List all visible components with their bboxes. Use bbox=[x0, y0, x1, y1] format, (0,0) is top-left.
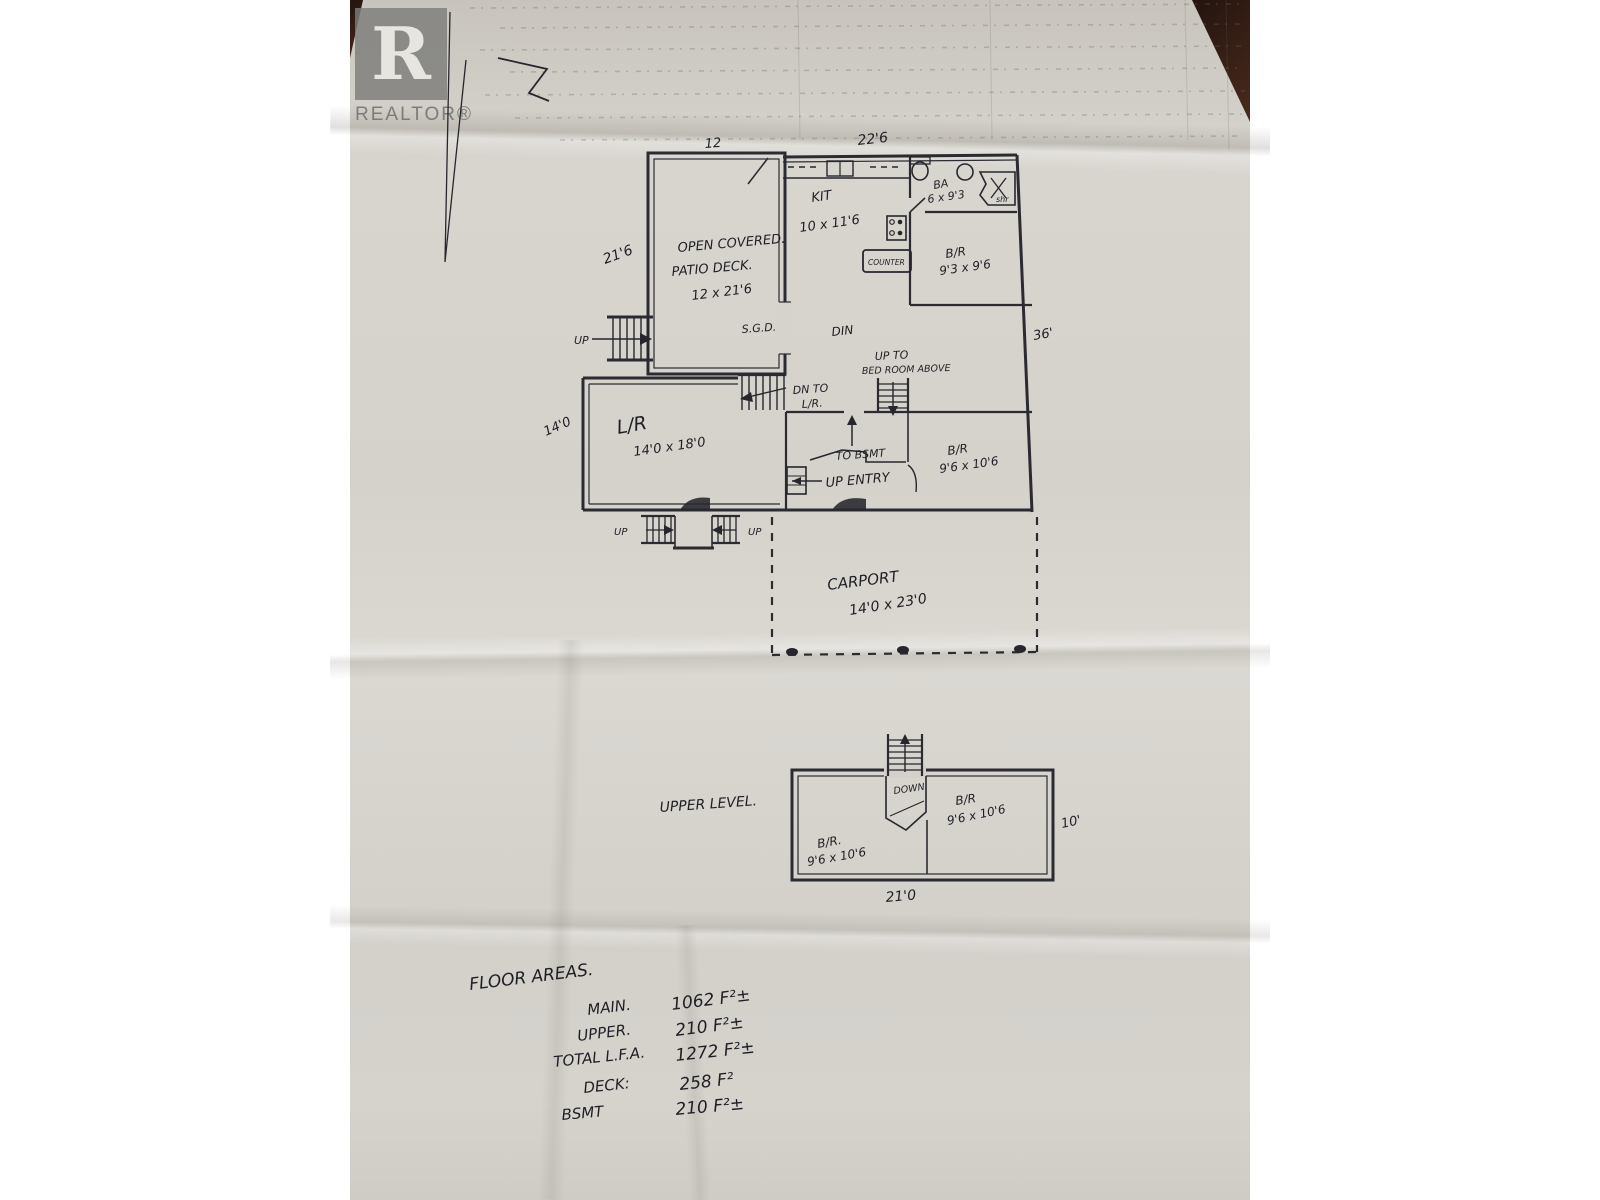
bedroom1-label: B/R bbox=[944, 244, 966, 261]
patio-deck-inner-wall bbox=[653, 158, 780, 369]
floor-area-value-deck: 258 F² bbox=[678, 1069, 734, 1095]
realtor-logo-box: R bbox=[355, 8, 447, 100]
stairs-down-to-living-room bbox=[738, 373, 787, 410]
toilet bbox=[909, 156, 931, 181]
main-floor: 12 22'6 21'6 36' 14'0 OPEN COVERED. PATI… bbox=[542, 130, 1055, 550]
floor-area-value-main: 1062 F²± bbox=[670, 985, 751, 1015]
stove bbox=[886, 215, 907, 241]
entry-steps bbox=[641, 514, 740, 550]
kitchen-exterior-wall bbox=[782, 153, 1018, 159]
bedroom2-closet-wall bbox=[809, 449, 906, 463]
realtor-logo-letter: R bbox=[371, 11, 431, 96]
upper-bedroom-left-size: 9'6 x 10'6 bbox=[806, 845, 867, 869]
right-exterior-wall bbox=[1015, 154, 1034, 513]
dim-label-12: 12 bbox=[704, 136, 722, 152]
floor-plan-drawing: 12 22'6 21'6 36' 14'0 OPEN COVERED. PATI… bbox=[444, 0, 1246, 1124]
to-basement-arrow bbox=[847, 415, 857, 446]
bedroom2-label: B/R bbox=[946, 441, 968, 458]
floor-area-value-upper: 210 F²± bbox=[674, 1013, 745, 1041]
realtor-wordmark: REALTOR® bbox=[355, 104, 473, 125]
carport-post bbox=[1014, 645, 1026, 653]
floor-area-label-deck: DECK: bbox=[583, 1074, 631, 1097]
floor-area-label-upper: UPPER. bbox=[576, 1021, 632, 1045]
carport-post bbox=[897, 646, 909, 654]
dim-label-36: 36' bbox=[1032, 326, 1054, 344]
dim-label-21-0: 21'0 bbox=[885, 887, 917, 906]
up-label-right: UP bbox=[748, 527, 762, 538]
realtor-logo: R REALTOR® bbox=[355, 8, 473, 126]
counter-island bbox=[862, 249, 912, 273]
door-swing bbox=[832, 498, 866, 510]
carport-label: CARPORT bbox=[826, 567, 901, 594]
dim-label-14-0: 14'0 bbox=[542, 414, 574, 439]
dining-label: DIN bbox=[831, 323, 854, 339]
shower-label: shr bbox=[996, 195, 1009, 204]
paper-sheet: R REALTOR® bbox=[329, 0, 1271, 1200]
up-label-left: UP bbox=[614, 527, 628, 538]
to-basement-label: TO BSMT bbox=[835, 446, 887, 463]
dim-label-22-6: 22'6 bbox=[857, 130, 889, 149]
stairs-up-to-patio bbox=[592, 315, 653, 362]
dn-to-lr-label-2: L/R. bbox=[801, 397, 823, 411]
pen-marks bbox=[444, 11, 550, 263]
dim-label-10: 10' bbox=[1060, 813, 1083, 832]
patio-deck-walls bbox=[646, 151, 787, 376]
dn-to-lr-label-1: DN TO bbox=[792, 382, 829, 397]
upper-bedroom-right-label: B/R bbox=[954, 791, 976, 808]
floor-areas-notes: FLOOR AREAS. MAIN. 1062 F²± UPPER. 210 F… bbox=[468, 960, 755, 1124]
bedroom2-door-leaf bbox=[907, 464, 918, 493]
living-room-size: 14'0 x 18'0 bbox=[632, 435, 706, 460]
bath-label: BA bbox=[932, 177, 949, 192]
stairs-up-to-bedroom bbox=[876, 378, 910, 416]
entry-arrow bbox=[792, 477, 822, 485]
bath-sink bbox=[956, 163, 974, 181]
living-room-label: L/R bbox=[615, 412, 649, 439]
kitchen-label: KIT bbox=[810, 188, 833, 206]
patio-label-3: 12 x 21'6 bbox=[691, 282, 753, 304]
counter-label: COUNTER bbox=[868, 258, 905, 267]
upper-bedroom-right-size: 9'6 x 10'6 bbox=[946, 802, 1007, 828]
shower-stall bbox=[978, 171, 1016, 206]
patio-label-2: PATIO DECK. bbox=[671, 258, 753, 280]
floor-area-label-bsmt: BSMT bbox=[561, 1102, 606, 1124]
carport: CARPORT 14'0 x 23'0 bbox=[770, 517, 1039, 657]
upper-level: DOWN UPPER LEVEL. B/R. 9'6 x 10'6 B/R 9'… bbox=[659, 734, 1083, 906]
bath-door-leaf bbox=[909, 197, 926, 213]
floor-area-label-main: MAIN. bbox=[586, 996, 631, 1019]
up-to-bedroom-label-1: UP TO bbox=[874, 348, 909, 363]
photocopy-grid-lines bbox=[469, 0, 1246, 151]
floor-area-label-total: TOTAL L.F.A. bbox=[553, 1043, 646, 1071]
upper-stairs-down bbox=[886, 734, 924, 776]
upper-stair-landing bbox=[885, 776, 927, 831]
down-label: DOWN bbox=[893, 782, 926, 797]
bath-size: 6 x 9'3 bbox=[927, 188, 966, 206]
kitchen-size: 10 x 11'6 bbox=[798, 213, 860, 236]
patio-label-1: OPEN COVERED. bbox=[677, 232, 786, 256]
sliding-door-opening bbox=[777, 302, 791, 354]
carport-size: 14'0 x 23'0 bbox=[848, 591, 928, 619]
sliding-glass-door-label: S.G.D. bbox=[741, 321, 776, 336]
upper-bedroom-left-label: B/R. bbox=[816, 833, 842, 851]
floor-area-value-total: 1272 F²± bbox=[674, 1038, 755, 1066]
door-swing bbox=[680, 497, 710, 510]
up-label-patio: UP bbox=[574, 334, 589, 347]
floor-area-value-bsmt: 210 F²± bbox=[675, 1094, 745, 1120]
door-leaf bbox=[747, 157, 769, 185]
carport-post bbox=[786, 648, 798, 656]
up-entry-label: UP ENTRY bbox=[825, 470, 891, 491]
upper-level-label: UPPER LEVEL. bbox=[659, 793, 757, 816]
floor-areas-title: FLOOR AREAS. bbox=[468, 960, 594, 995]
up-to-bedroom-label-2: BED ROOM ABOVE bbox=[862, 363, 951, 377]
dim-label-21-6: 21'6 bbox=[601, 242, 635, 268]
